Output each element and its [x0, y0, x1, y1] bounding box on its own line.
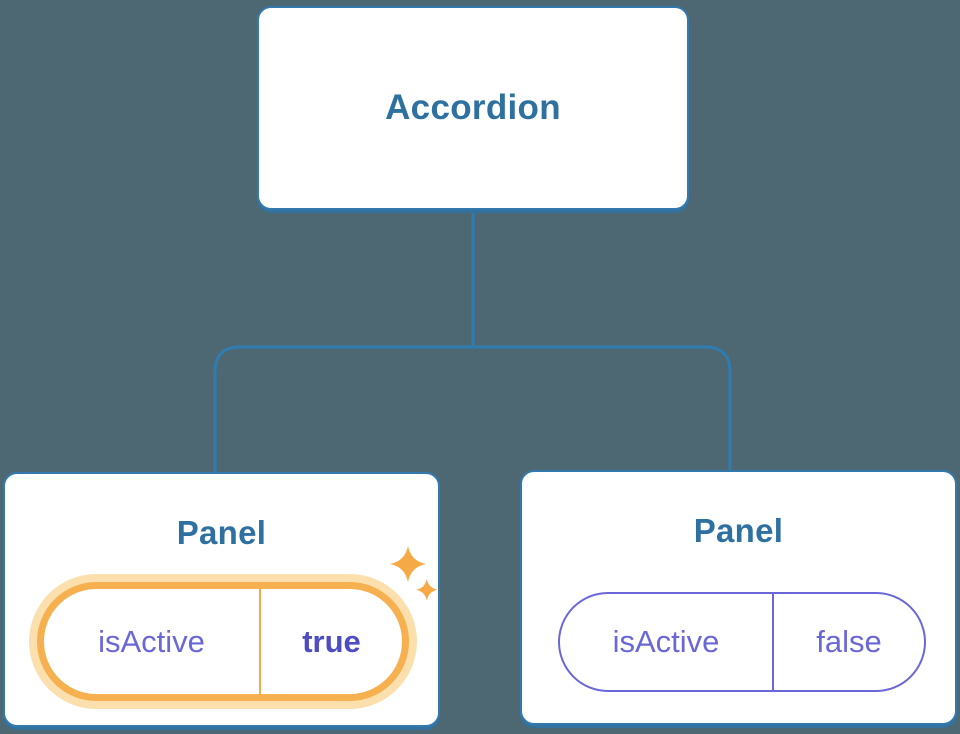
panel-title: Panel	[693, 512, 784, 549]
state-pill-active: isActive true	[37, 582, 409, 701]
accordion-label: Accordion	[385, 88, 561, 127]
sparkles-icon	[390, 546, 438, 601]
state-pill-inactive: isActive false	[558, 592, 926, 692]
panel-node-inactive: Panel isActive false	[520, 470, 957, 725]
accordion-node: Accordion	[257, 6, 689, 210]
panel-node-active: Panel isActive true	[3, 472, 440, 727]
state-name: isActive	[560, 594, 774, 690]
state-value: true	[302, 623, 361, 659]
panel-title: Panel	[176, 514, 267, 551]
state-name: isActive	[44, 589, 261, 694]
connector-branch	[213, 345, 732, 473]
state-value: false	[816, 624, 882, 659]
